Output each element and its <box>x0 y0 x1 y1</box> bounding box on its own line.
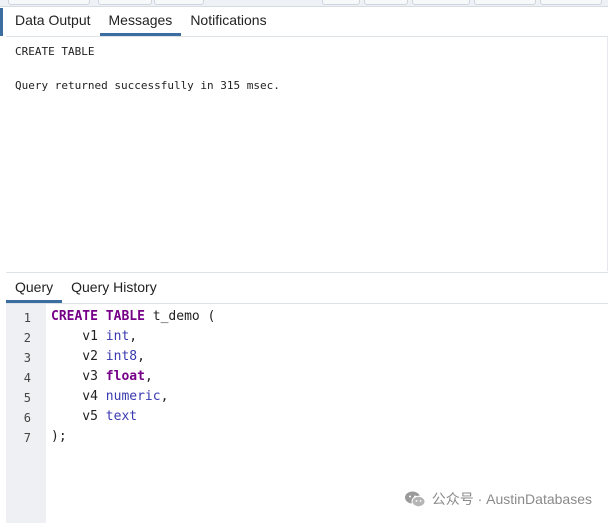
code-text: v2 <box>51 349 106 364</box>
sql-type: numeric <box>105 389 161 404</box>
line-number: 2 <box>23 331 31 345</box>
tab-data-output[interactable]: Data Output <box>15 12 91 28</box>
wechat-icon <box>404 491 426 508</box>
code-line[interactable]: v1 int, <box>51 329 137 344</box>
editor-tab-stub[interactable] <box>364 0 408 5</box>
sql-editor[interactable]: 1 2 3 4 5 6 7 CREATE TABLE t_demo ( v1 i… <box>6 304 608 523</box>
sql-keyword: float <box>105 369 145 384</box>
line-number-gutter: 1 2 3 4 5 6 7 <box>6 304 46 523</box>
line-number: 5 <box>23 391 31 405</box>
code-line[interactable]: v3 float, <box>51 369 153 384</box>
messages-pane: CREATE TABLE Query returned successfully… <box>6 37 608 271</box>
message-line: Query returned successfully in 315 msec. <box>15 79 280 92</box>
code-text: ); <box>51 429 67 444</box>
code-line[interactable]: ); <box>51 429 67 444</box>
code-text: v4 <box>51 389 106 404</box>
code-text: v3 <box>51 369 106 384</box>
code-text: v5 <box>51 409 106 424</box>
top-tab-strip <box>0 0 608 7</box>
code-line[interactable]: v4 numeric, <box>51 389 168 404</box>
code-text <box>98 309 106 324</box>
sql-keyword: CREATE <box>51 309 98 324</box>
editor-tab-stub[interactable] <box>540 0 602 5</box>
output-tabbar: Data Output Messages Notifications <box>6 6 608 37</box>
tab-query[interactable]: Query <box>6 273 63 303</box>
editor-tab-stub[interactable] <box>154 0 204 5</box>
code-line[interactable]: v2 int8, <box>51 349 145 364</box>
sql-type: int <box>105 329 130 344</box>
message-line: CREATE TABLE <box>15 45 95 58</box>
editor-tab-stub[interactable] <box>8 0 90 5</box>
sql-type: int8 <box>105 349 138 364</box>
code-text: , <box>137 349 145 364</box>
code-text: v1 <box>51 329 106 344</box>
line-number: 1 <box>23 311 31 325</box>
editor-tab-stub[interactable] <box>98 0 152 5</box>
panel-accent-bar <box>0 8 3 36</box>
code-text: t_demo ( <box>144 309 216 324</box>
query-tabbar: Query Query History <box>6 272 608 304</box>
editor-tab-stub[interactable] <box>412 0 470 5</box>
sql-keyword: TABLE <box>105 309 145 324</box>
sql-type: text <box>105 409 138 424</box>
code-text: , <box>144 369 153 384</box>
watermark-text: 公众号 · AustinDatabases <box>431 491 592 507</box>
editor-tab-stub[interactable] <box>474 0 536 5</box>
tab-query-history[interactable]: Query History <box>71 279 157 295</box>
tab-notifications[interactable]: Notifications <box>190 12 267 28</box>
tab-messages[interactable]: Messages <box>99 6 182 36</box>
code-line[interactable]: CREATE TABLE t_demo ( <box>51 309 215 324</box>
line-number: 6 <box>23 411 31 425</box>
watermark: 公众号 · AustinDatabases <box>404 489 592 509</box>
code-line[interactable]: v5 text <box>51 409 137 424</box>
code-text: , <box>160 389 169 404</box>
code-text: , <box>129 329 138 344</box>
line-number: 3 <box>23 351 31 365</box>
line-number: 4 <box>23 371 31 385</box>
editor-tab-stub[interactable] <box>322 0 360 5</box>
line-number: 7 <box>23 431 31 445</box>
